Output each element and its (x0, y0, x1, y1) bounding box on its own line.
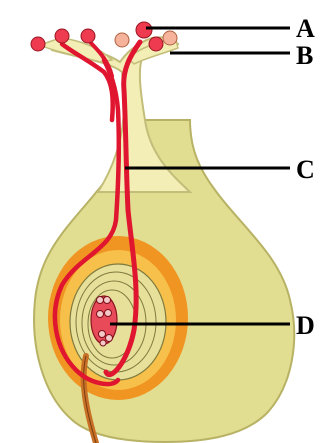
label-d: D (296, 311, 315, 340)
label-c: C (296, 155, 315, 184)
pollen-grain-2 (55, 29, 69, 43)
pollen-grain-3 (81, 29, 95, 43)
callout-labels: A B C D (296, 14, 315, 340)
pistil (34, 37, 294, 442)
pollen-grain-7 (163, 31, 177, 45)
label-b: B (296, 41, 313, 70)
pollen-grain-6 (149, 37, 163, 51)
pollen-grain-4 (115, 33, 129, 47)
pollen-grain-5 (136, 22, 152, 38)
pollen-grain-1 (31, 37, 45, 51)
stigma-lobe-left (40, 38, 112, 62)
label-a: A (296, 14, 315, 43)
